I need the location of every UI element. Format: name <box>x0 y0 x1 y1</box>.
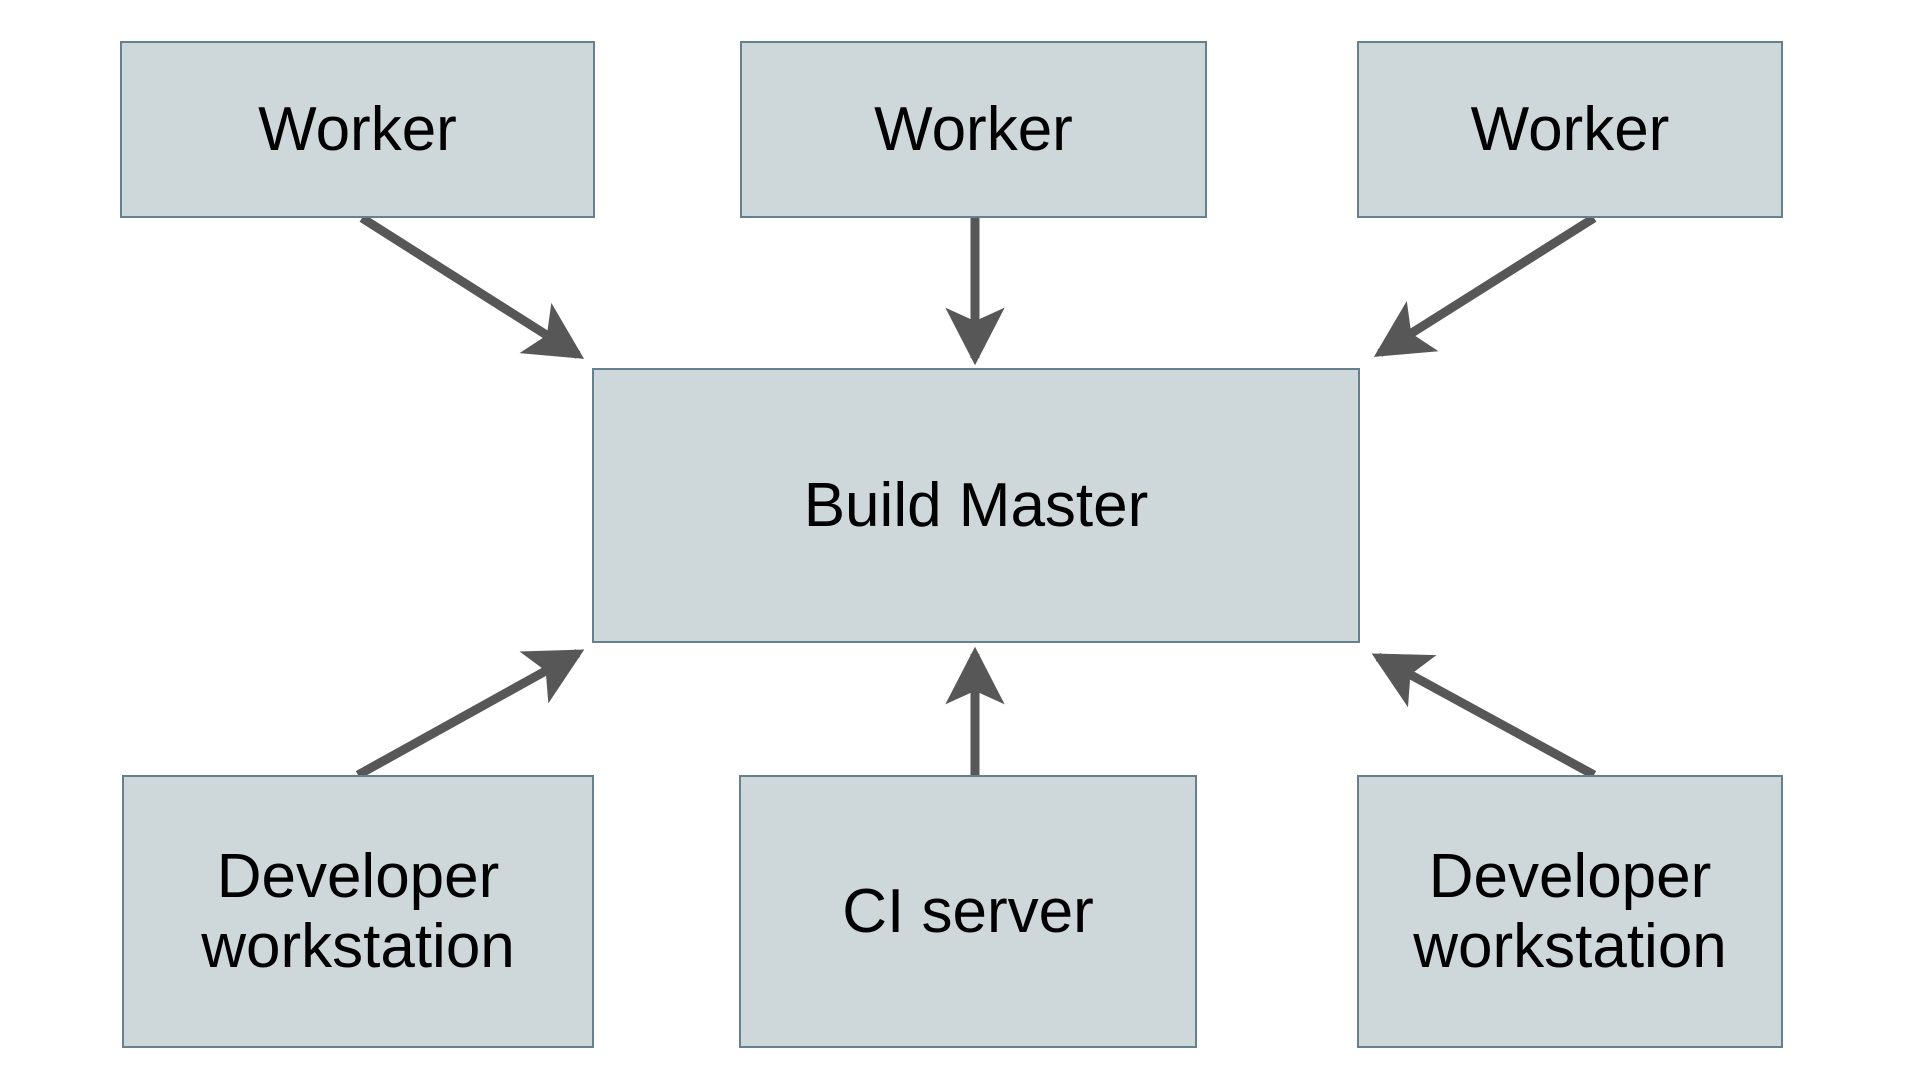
node-worker-1[interactable]: Worker <box>120 41 595 218</box>
node-worker-3[interactable]: Worker <box>1357 41 1783 218</box>
node-worker-1-label: Worker <box>258 94 457 164</box>
edge-worker-3-to-build-master <box>1373 214 1597 357</box>
node-worker-3-label: Worker <box>1470 94 1670 164</box>
edge-worker-1-to-build-master <box>359 214 585 359</box>
edge-dev-ws-1-to-build-master <box>355 649 585 779</box>
node-ci-server-label: CI server <box>842 876 1094 946</box>
node-worker-2[interactable]: Worker <box>740 41 1207 218</box>
edge-dev-ws-2-to-build-master <box>1371 653 1597 779</box>
node-worker-2-label: Worker <box>874 94 1073 164</box>
node-developer-workstation-2-label: Developer workstation <box>1413 842 1727 981</box>
node-developer-workstation-1-label: Developer workstation <box>201 842 515 981</box>
node-build-master[interactable]: Build Master <box>592 368 1360 643</box>
node-ci-server[interactable]: CI server <box>739 775 1197 1048</box>
node-developer-workstation-2[interactable]: Developer workstation <box>1357 775 1783 1048</box>
node-build-master-label: Build Master <box>803 470 1149 540</box>
node-developer-workstation-1[interactable]: Developer workstation <box>122 775 594 1048</box>
